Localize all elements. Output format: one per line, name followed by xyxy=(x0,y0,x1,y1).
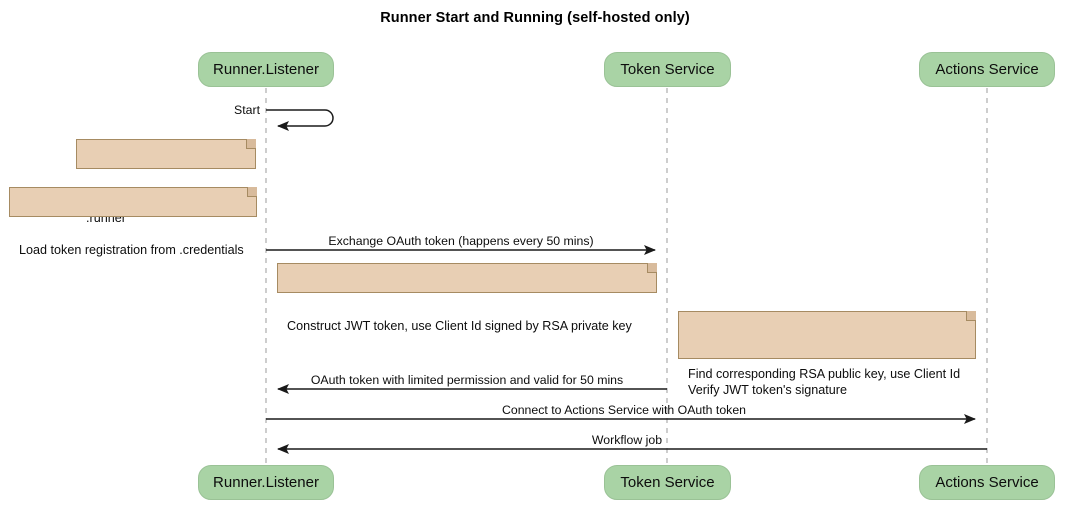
message-label-oauth-token-returned: OAuth token with limited permission and … xyxy=(310,373,624,387)
note-text: Construct JWT token, use Client Id signe… xyxy=(287,319,632,333)
participant-label: Token Service xyxy=(620,61,715,78)
message-label-workflow-job: Workflow job xyxy=(591,433,663,447)
note-fold-corner xyxy=(966,311,976,321)
message-label-connect-actions-service: Connect to Actions Service with OAuth to… xyxy=(501,403,747,417)
note-text: Find corresponding RSA public key, use C… xyxy=(688,367,961,397)
message-arrow-start xyxy=(266,109,334,131)
participant-label: Actions Service xyxy=(935,61,1039,78)
note-construct-jwt-token: Construct JWT token, use Client Id signe… xyxy=(277,263,657,333)
participant-bottom-token-service[interactable]: Token Service xyxy=(604,465,731,500)
note-verify-jwt-signature: Find corresponding RSA public key, use C… xyxy=(678,311,976,397)
participant-top-runner-listener[interactable]: Runner.Listener xyxy=(198,52,334,87)
note-text: Load token registration from .credential… xyxy=(19,243,244,257)
note-fold-corner xyxy=(246,139,256,149)
participant-label: Actions Service xyxy=(935,474,1039,491)
note-load-config-info: Load config info from .runner xyxy=(76,139,256,225)
note-fold-corner xyxy=(647,263,657,273)
participant-bottom-actions-service[interactable]: Actions Service xyxy=(919,465,1055,500)
participant-bottom-runner-listener[interactable]: Runner.Listener xyxy=(198,465,334,500)
message-label-exchange-oauth-token: Exchange OAuth token (happens every 50 m… xyxy=(328,234,594,248)
message-label-start: Start xyxy=(234,103,260,117)
page-title: Runner Start and Running (self-hosted on… xyxy=(380,10,690,26)
participant-top-token-service[interactable]: Token Service xyxy=(604,52,731,87)
note-load-token-registration: Load token registration from .credential… xyxy=(9,187,257,257)
participant-label: Token Service xyxy=(620,474,715,491)
participant-label: Runner.Listener xyxy=(213,61,319,78)
participant-top-actions-service[interactable]: Actions Service xyxy=(919,52,1055,87)
participant-label: Runner.Listener xyxy=(213,474,319,491)
note-fold-corner xyxy=(247,187,257,197)
